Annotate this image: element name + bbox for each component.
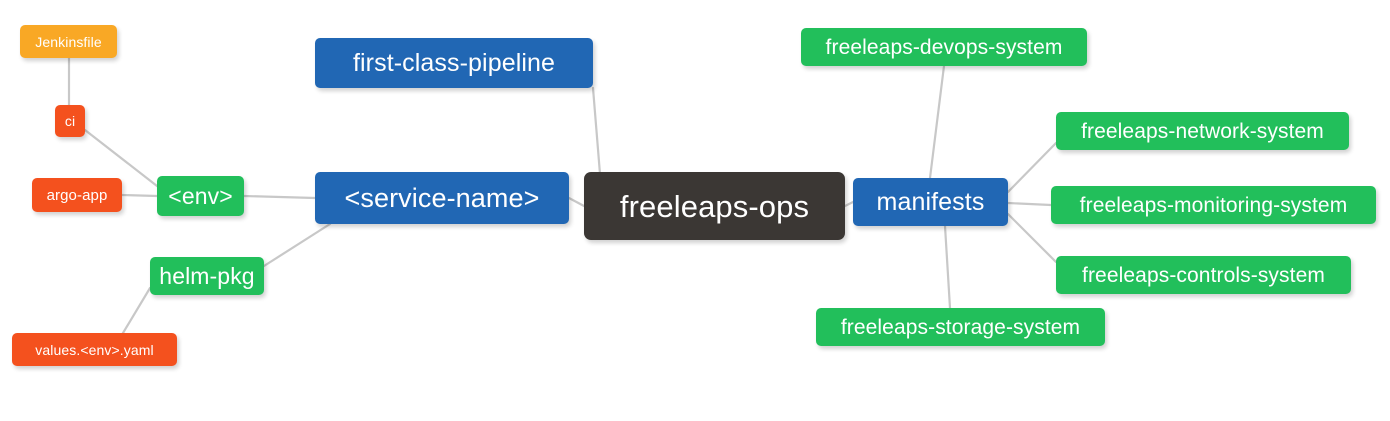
edge-manifests-to-controls	[1006, 212, 1058, 264]
mindmap-node-monitoring[interactable]: freeleaps-monitoring-system	[1051, 186, 1376, 224]
mindmap-node-env[interactable]: <env>	[157, 176, 244, 216]
mindmap-node-storage[interactable]: freeleaps-storage-system	[816, 308, 1105, 346]
mindmap-node-network[interactable]: freeleaps-network-system	[1056, 112, 1349, 150]
node-label: freeleaps-storage-system	[840, 315, 1081, 339]
node-label: freeleaps-devops-system	[825, 35, 1063, 59]
mindmap-node-values[interactable]: values.<env>.yaml	[12, 333, 177, 366]
node-label: freeleaps-network-system	[1081, 119, 1324, 143]
mindmap-node-helm[interactable]: helm-pkg	[150, 257, 264, 295]
edge-helm-to-values	[118, 286, 152, 340]
edge-env-to-argo	[120, 193, 159, 198]
edge-manifests-to-monitoring	[1006, 201, 1053, 207]
edge-service-to-env	[242, 194, 317, 200]
mindmap-node-controls[interactable]: freeleaps-controls-system	[1056, 256, 1351, 294]
edge-root-to-manifests	[843, 200, 855, 208]
node-label: freeleaps-controls-system	[1082, 263, 1325, 287]
mindmap-node-manifests[interactable]: manifests	[853, 178, 1008, 226]
node-label: freeleaps-ops	[619, 188, 810, 224]
edge-root-to-pipeline	[591, 86, 602, 176]
mindmap-node-jenkinsfile[interactable]: Jenkinsfile	[20, 25, 117, 58]
edge-env-to-ci	[83, 128, 159, 188]
node-label: manifests	[876, 187, 985, 216]
mindmap-node-root[interactable]: freeleaps-ops	[584, 172, 845, 240]
mindmap-node-argo[interactable]: argo-app	[32, 178, 122, 212]
node-label: first-class-pipeline	[352, 48, 556, 77]
node-label: <service-name>	[344, 182, 540, 213]
mindmap-node-pipeline[interactable]: first-class-pipeline	[315, 38, 593, 88]
node-label: ci	[64, 113, 76, 129]
node-label: argo-app	[46, 186, 108, 204]
node-label: Jenkinsfile	[35, 33, 102, 50]
edge-manifests-to-network	[1006, 141, 1058, 194]
edge-root-to-service	[567, 196, 586, 208]
node-label: helm-pkg	[159, 262, 255, 289]
edge-manifests-to-devops	[928, 64, 946, 180]
mindmap-node-devops[interactable]: freeleaps-devops-system	[801, 28, 1087, 66]
edge-service-to-helm	[262, 222, 332, 268]
node-label: <env>	[168, 182, 233, 209]
node-label: freeleaps-monitoring-system	[1079, 193, 1348, 217]
mindmap-node-service[interactable]: <service-name>	[315, 172, 569, 224]
node-label: values.<env>.yaml	[35, 341, 154, 358]
edge-manifests-to-storage	[943, 224, 952, 310]
mindmap-node-ci[interactable]: ci	[55, 105, 85, 137]
